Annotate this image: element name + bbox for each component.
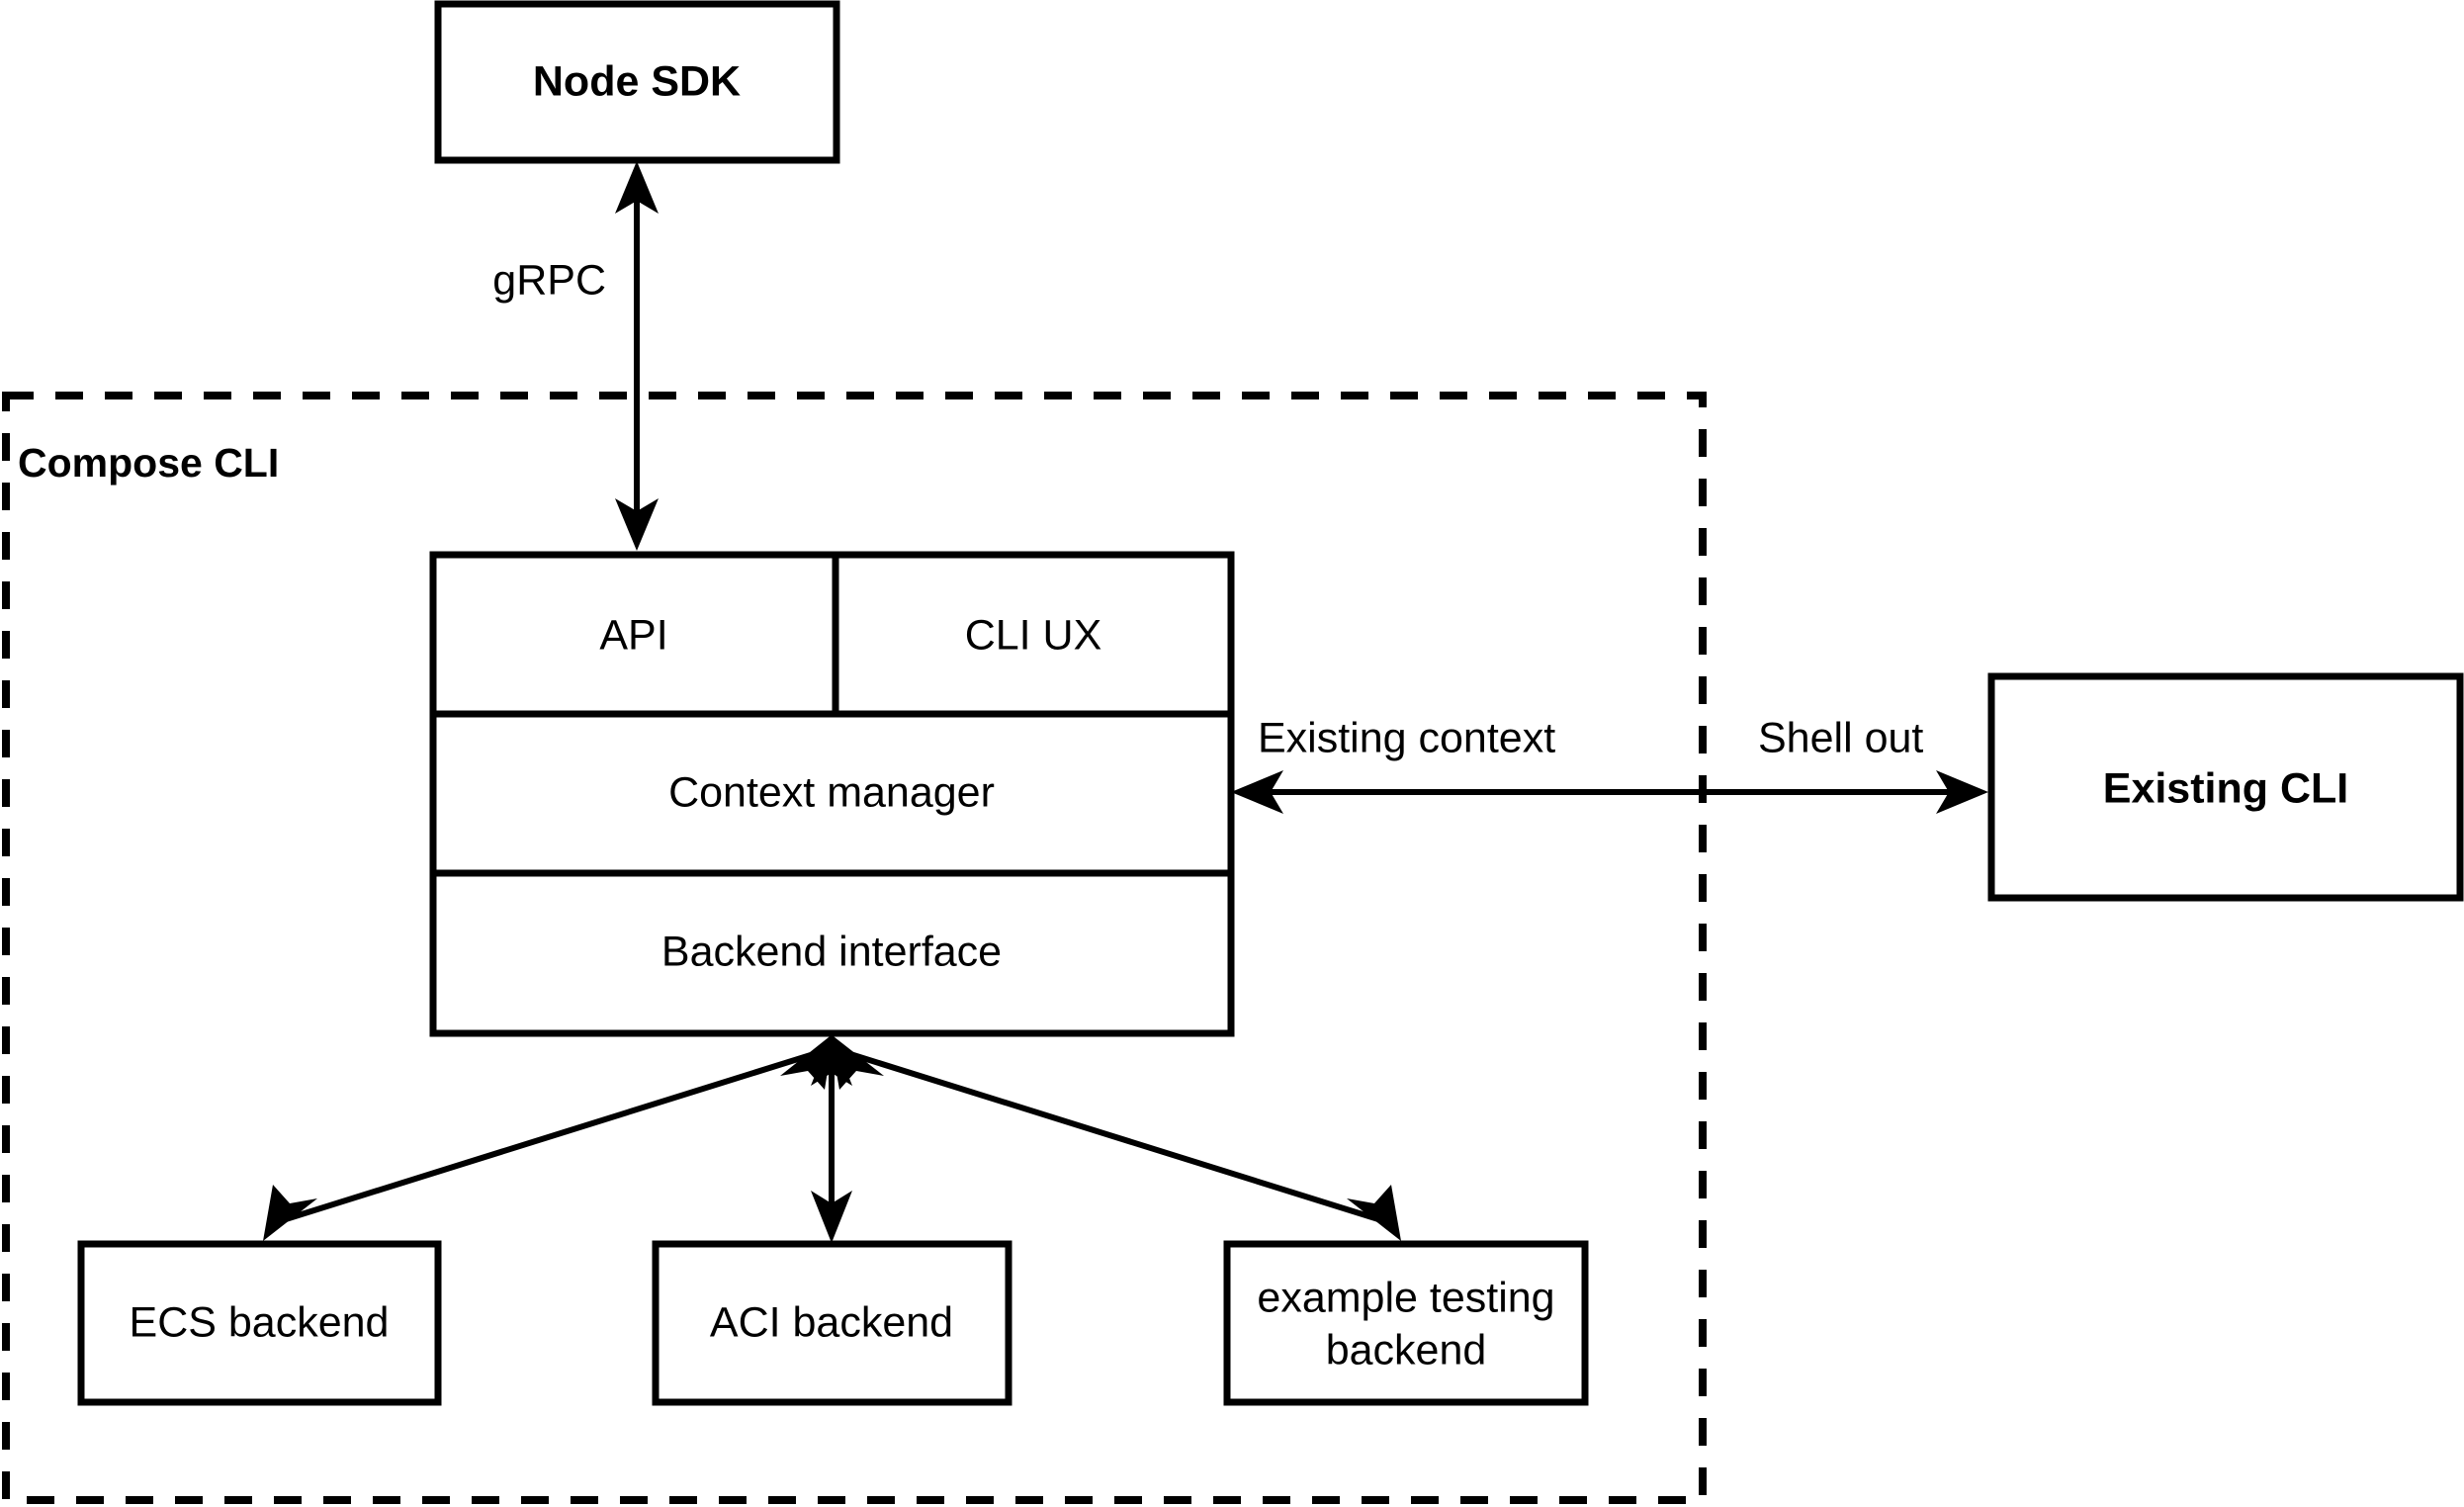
grpc-arrowhead-up <box>615 161 659 214</box>
aci-backend-label: ACI backend <box>710 1298 953 1346</box>
aci-backend-box[interactable]: ACI backend <box>652 1240 1012 1406</box>
backend-example-connector-line <box>849 1051 1379 1222</box>
existing-context-edge-label: Existing context <box>1258 714 1555 761</box>
example-testing-backend-label-line2: backend <box>1326 1326 1487 1374</box>
example-testing-backend-box[interactable]: example testing backend <box>1223 1240 1589 1406</box>
example-testing-backend-box-rect <box>1223 1240 1589 1406</box>
existing-context-arrowhead <box>1231 770 1283 814</box>
node-sdk-label: Node SDK <box>533 57 741 105</box>
example-testing-backend-label-line1: example testing <box>1257 1274 1554 1321</box>
node-sdk-box-rect <box>434 0 840 164</box>
backend-ecs-arrowhead-down <box>263 1185 317 1241</box>
api-cell[interactable]: API <box>599 611 667 659</box>
compose-cli-group: Compose CLI <box>2 392 1707 1504</box>
ecs-backend-box[interactable]: ECS backend <box>77 1240 442 1406</box>
compose-cli-group-border <box>2 392 1707 1504</box>
backend-example-connector <box>830 1033 1401 1241</box>
backend-example-arrowhead-down <box>1347 1185 1401 1241</box>
backend-interface-cell[interactable]: Backend interface <box>661 928 1002 975</box>
context-manager-label: Context manager <box>668 768 995 816</box>
cli-ux-cell[interactable]: CLI UX <box>965 611 1102 659</box>
backend-ecs-connector <box>263 1033 834 1241</box>
grpc-edge-label: gRPC <box>492 256 606 304</box>
existing-cli-box-rect <box>1987 672 2464 902</box>
compose-cli-group-label: Compose CLI <box>18 440 279 486</box>
api-label: API <box>599 611 667 659</box>
backend-aci-arrowhead-down <box>811 1191 852 1243</box>
backend-interface-label: Backend interface <box>661 928 1002 975</box>
node-sdk-box[interactable]: Node SDK <box>434 0 840 164</box>
compose-cli-stack: API CLI UX Context manager Backend inter… <box>429 551 1235 1037</box>
grpc-arrowhead-down <box>615 498 659 551</box>
ecs-backend-box-rect <box>77 1240 442 1406</box>
existing-cli-label: Existing CLI <box>2103 764 2348 812</box>
backend-ecs-connector-line <box>285 1051 815 1222</box>
shell-out-edge-label: Shell out <box>1758 714 1923 761</box>
backend-example-arrowhead-up <box>830 1033 884 1090</box>
shell-out-arrowhead <box>1936 770 1988 814</box>
aci-backend-box-rect <box>652 1240 1012 1406</box>
grpc-connector: gRPC <box>492 161 659 551</box>
existing-cli-box[interactable]: Existing CLI <box>1987 672 2464 902</box>
existing-cli-connector: Existing context Shell out <box>1231 714 1988 814</box>
cli-ux-label: CLI UX <box>965 611 1102 659</box>
context-manager-cell[interactable]: Context manager <box>668 768 995 816</box>
ecs-backend-label: ECS backend <box>130 1298 390 1346</box>
